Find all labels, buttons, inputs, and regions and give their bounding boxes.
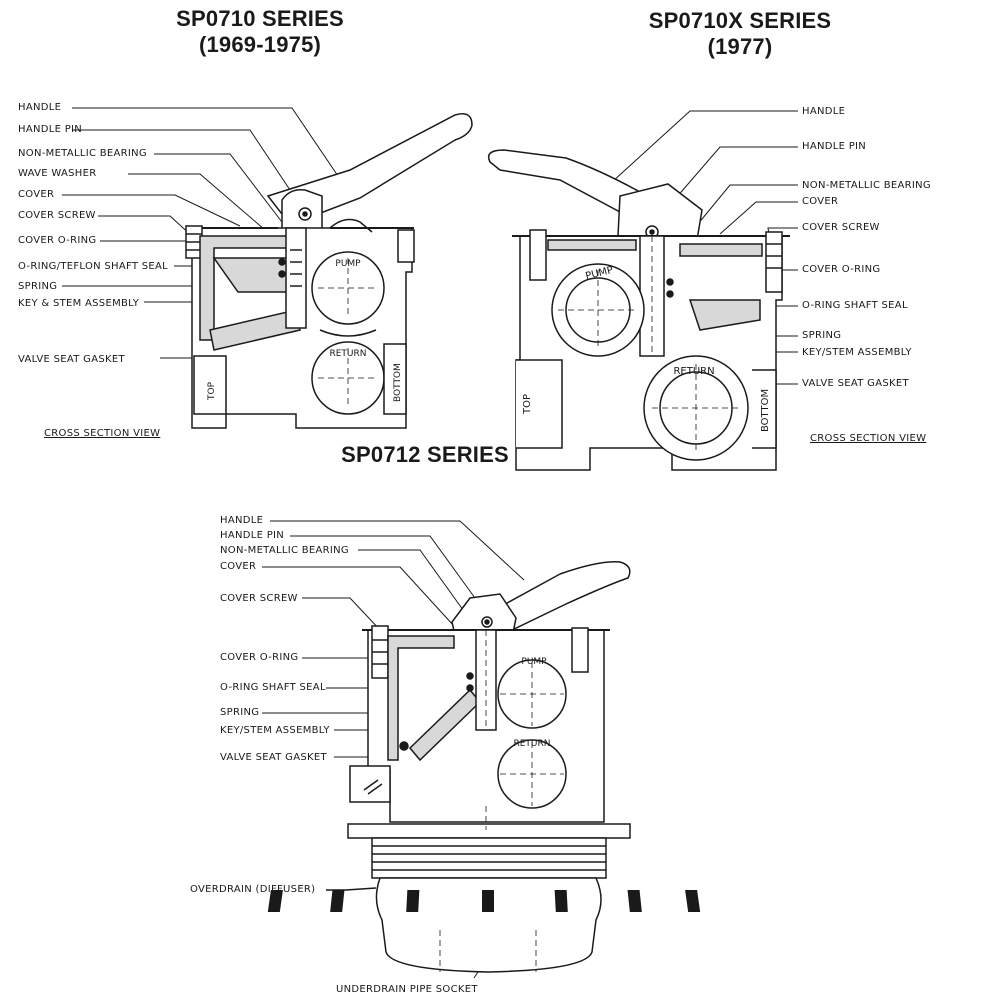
sp0712-label-key-stem: KEY/STEM ASSEMBLY (220, 725, 330, 736)
sp0710-label-spring: SPRING (18, 281, 58, 292)
sp0710x-label-cover-oring: COVER O-RING (802, 264, 881, 275)
sp0710x-cover-screw-left (529, 229, 547, 281)
sp0710x-label-key-stem: KEY/STEM ASSEMBLY (802, 347, 912, 358)
sp0712-label-overdrain: OVERDRAIN (DIFFUSER) (190, 884, 316, 895)
sp0712-flange (347, 823, 631, 839)
sp0710-series-name: SP0710 SERIES (176, 6, 344, 31)
sp0710x-title: SP0710X SERIES (1977) (620, 8, 860, 60)
sp0710x-cross-section-view: CROSS SECTION VIEW (810, 433, 927, 444)
sp0710-pump-label: PUMP (335, 259, 361, 269)
sp0712-handle (496, 561, 631, 631)
sp0710x-label-spring: SPRING (802, 330, 842, 341)
sp0712-pump-label: PUMP (521, 657, 547, 667)
sp0712-label-cover-screw: COVER SCREW (220, 593, 298, 604)
sp0712-return-label: RETURN (513, 739, 550, 749)
sp0710x-label-cover-screw: COVER SCREW (802, 222, 880, 233)
sp0710-label-shaft-seal: O-RING/TEFLON SHAFT SEAL (18, 261, 169, 272)
sp0712-thread (371, 837, 607, 879)
sp0710x-return-label: RETURN (673, 366, 714, 377)
sp0710x-top-label: TOP (522, 394, 533, 415)
sp0710x-label-handle: HANDLE (802, 106, 846, 117)
sp0710-bottom-label: BOTTOM (393, 363, 403, 402)
sp0710-label-bearing: NON-METALLIC BEARING (18, 148, 147, 159)
sp0710-key-stem (285, 227, 307, 329)
sp0710x-label-valve-seat-gasket: VALVE SEAT GASKET (802, 378, 909, 389)
sp0710-label-cover-oring: COVER O-RING (18, 235, 97, 246)
sp0710-label-handle: HANDLE (18, 102, 62, 113)
sp0710-cover-screw-right (397, 229, 415, 263)
sp0710x-bottom-label: BOTTOM (760, 389, 771, 432)
sp0712-label-bearing: NON-METALLIC BEARING (220, 545, 349, 556)
sp0710x-series-years: (1977) (707, 34, 773, 59)
sp0710-label-cover: COVER (18, 189, 55, 200)
sp0710x-label-cover: COVER (802, 196, 839, 207)
sp0712-title: SP0712 SERIES (341, 442, 509, 467)
sp0710-label-handle-pin: HANDLE PIN (18, 124, 83, 135)
sp0710x-valve: TOP BOTTOM PUMP RETURN (487, 110, 798, 471)
sp0710-valve: TOP BOTTOM PUMP RETURN (62, 107, 473, 429)
sp0712-label-shaft-seal: O-RING SHAFT SEAL (220, 682, 326, 693)
sp0712-label-handle-pin: HANDLE PIN (220, 530, 285, 541)
sp0710x-series-name: SP0710X SERIES (648, 8, 832, 33)
sp0710x-label-handle-pin: HANDLE PIN (802, 141, 867, 152)
sp0710-label-key-stem: KEY & STEM ASSEMBLY (18, 298, 140, 309)
sp0710-top-label: TOP (207, 381, 217, 401)
sp0710-cross-section-view: CROSS SECTION VIEW (44, 428, 161, 439)
sp0712-valve: PUMP RETURN (262, 520, 701, 979)
sp0712-diffuser (375, 877, 602, 973)
sp0710-label-cover-screw: COVER SCREW (18, 210, 96, 221)
sp0712-side-tab (349, 765, 391, 803)
sp0710-title: SP0710 SERIES (1969-1975) (150, 6, 370, 58)
sp0710x-cover-screw-right (765, 231, 783, 293)
sp0712-label-valve-seat-gasket: VALVE SEAT GASKET (220, 752, 327, 763)
sp0712-label-cover: COVER (220, 561, 257, 572)
sp0712-label-handle: HANDLE (220, 515, 264, 526)
sp0710-label-valve-seat-gasket: VALVE SEAT GASKET (18, 354, 125, 365)
sp0712-label-underdrain: UNDERDRAIN PIPE SOCKET (336, 984, 478, 995)
sp0712-label-spring: SPRING (220, 707, 260, 718)
sp0710-handle (266, 113, 473, 219)
sp0710x-label-bearing: NON-METALLIC BEARING (802, 180, 931, 191)
sp0710-label-wave-washer: WAVE WASHER (18, 168, 97, 179)
sp0712-label-cover-oring: COVER O-RING (220, 652, 299, 663)
sp0710-series-years: (1969-1975) (198, 32, 322, 57)
sp0712-diffuser-slots (267, 890, 701, 912)
sp0710-return-label: RETURN (329, 349, 366, 359)
sp0712-cover-screw-right (571, 627, 589, 673)
sp0710x-label-shaft-seal: O-RING SHAFT SEAL (802, 300, 908, 311)
